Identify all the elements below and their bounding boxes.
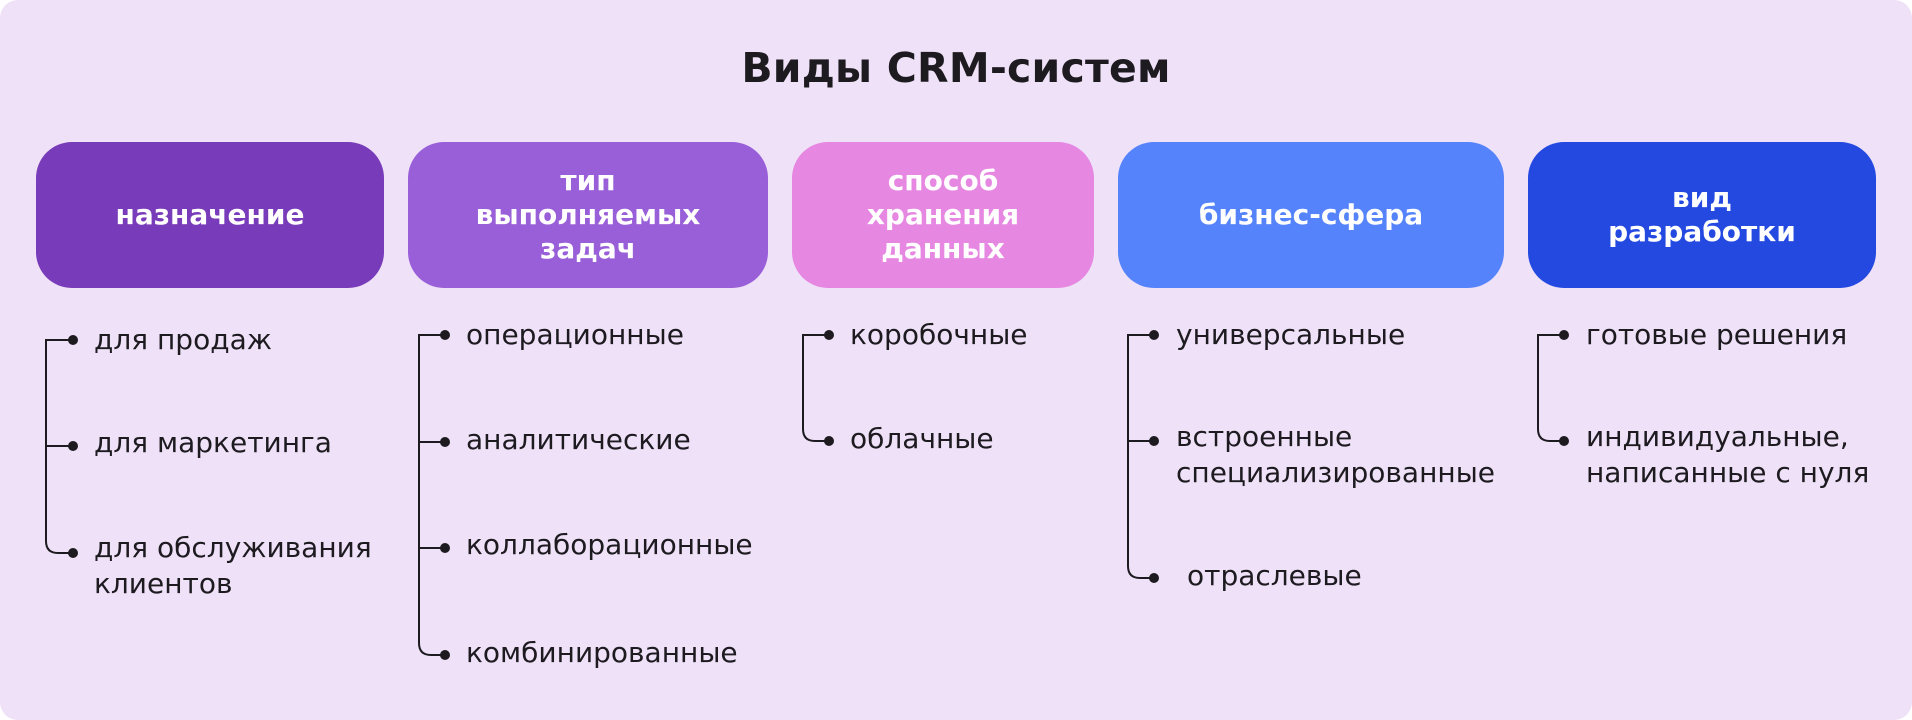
item-marketing: для маркетинга xyxy=(94,426,332,459)
category-storage-box: способ хранения данных xyxy=(792,142,1094,288)
category-task-type-box: тип выполняемых задач xyxy=(408,142,768,288)
bullet-dot xyxy=(440,543,450,553)
item-custom-built: индивидуальные, написанные с нуля xyxy=(1586,420,1870,489)
bullet-dot xyxy=(440,650,450,660)
bullet-dot xyxy=(1149,436,1159,446)
connector-development xyxy=(1537,334,1564,442)
item-boxed: коробочные xyxy=(850,318,1028,351)
category-business-box: бизнес-сфера xyxy=(1118,142,1504,288)
bullet-dot xyxy=(824,330,834,340)
bullet-dot xyxy=(1559,330,1569,340)
connector-task-type xyxy=(418,334,445,656)
bullet-dot xyxy=(1149,330,1159,340)
bullet-dot xyxy=(440,330,450,340)
bullet-dot xyxy=(68,548,78,558)
item-embedded-specialized: встроенные специализированные xyxy=(1176,420,1496,489)
bullet-dot xyxy=(440,437,450,447)
category-purpose-box: назначение xyxy=(36,142,384,288)
connector-purpose xyxy=(45,339,73,554)
bullet-dot xyxy=(68,441,78,451)
bullet-dot xyxy=(1149,573,1159,583)
item-analytical: аналитические xyxy=(466,423,691,456)
bullet-dot xyxy=(1559,436,1569,446)
item-collaborative: коллаборационные xyxy=(466,528,753,561)
category-development-box: вид разработки xyxy=(1528,142,1876,288)
item-customer-service: для обслуживания клиентов xyxy=(94,531,372,600)
connector-storage xyxy=(802,334,829,442)
bullet-dot xyxy=(824,436,834,446)
item-cloud: облачные xyxy=(850,422,994,455)
connector-business xyxy=(1127,334,1154,579)
item-combined: комбинированные xyxy=(466,636,738,669)
item-operational: операционные xyxy=(466,318,684,351)
item-sales: для продаж xyxy=(94,323,272,356)
item-ready-made: готовые решения xyxy=(1586,318,1848,351)
item-universal: универсальные xyxy=(1176,318,1406,351)
diagram-title: Виды CRM-систем xyxy=(741,44,1171,92)
bullet-dot xyxy=(68,335,78,345)
item-industry: отраслевые xyxy=(1187,559,1362,592)
